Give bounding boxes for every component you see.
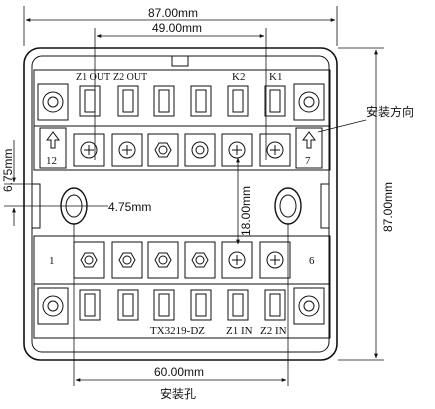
arrow-icon-right: [295, 127, 323, 169]
dim-hole-spacing: 18.00mm: [236, 157, 253, 245]
bottom-terminal-strip: [33, 235, 331, 339]
dim-hole-offset: 4.75mm: [39, 200, 151, 214]
dim-mounting-hole-spacing: 60.00mm: [73, 224, 289, 386]
dim-mounting-hole-spacing-text: 60.00mm: [154, 365, 204, 379]
dim-side-offset-text: 6.75mm: [1, 149, 15, 192]
arrow-icon-left: [39, 127, 67, 169]
label-terminal-1: 1: [49, 255, 55, 267]
install-direction-annotation: 安装方向: [317, 104, 414, 133]
right-side-step: [320, 183, 329, 229]
bottom-right-screw-boss: [293, 287, 325, 325]
label-k1: K1: [269, 71, 282, 83]
mounting-hole-text: 安装孔: [160, 386, 196, 401]
top-left-screw-boss: [37, 83, 69, 121]
top-slots: [79, 85, 286, 117]
dim-hole-spacing-text: 18.00mm: [239, 186, 253, 236]
bottom-slots: [79, 289, 286, 321]
top-notch: [171, 56, 189, 67]
label-terminal-7: 7: [305, 155, 311, 167]
housing-outer: [23, 47, 338, 361]
right-mounting-hole: [274, 187, 302, 225]
label-z1-in: Z1 IN: [226, 325, 253, 337]
top-screws: [73, 133, 291, 167]
dim-hole-offset-text: 4.75mm: [108, 200, 151, 214]
label-terminal-12: 12: [46, 155, 57, 167]
label-model: TX3219-DZ: [150, 325, 205, 337]
label-z2-in: Z2 IN: [260, 325, 287, 337]
bottom-screws: [73, 241, 291, 279]
dim-overall-width: 87.00mm: [23, 6, 338, 46]
dim-overall-height: 87.00mm: [338, 47, 395, 361]
dim-overall-width-text: 87.00mm: [148, 6, 198, 20]
dim-side-offset: 6.75mm: [1, 140, 60, 226]
housing-inner: [31, 55, 330, 353]
dim-inner-width: 49.00mm: [94, 21, 267, 160]
top-terminal-strip: [33, 69, 331, 171]
label-k2: K2: [232, 71, 245, 83]
install-direction-text: 安装方向: [366, 104, 414, 119]
label-z1-out: Z1 OUT: [76, 72, 110, 83]
bottom-left-screw-boss: [37, 287, 69, 325]
label-z2-out: Z2 OUT: [113, 72, 147, 83]
dim-overall-height-text: 87.00mm: [381, 182, 395, 232]
dim-inner-width-text: 49.00mm: [152, 21, 202, 35]
label-terminal-6: 6: [309, 255, 315, 267]
top-right-screw-boss: [293, 83, 325, 121]
